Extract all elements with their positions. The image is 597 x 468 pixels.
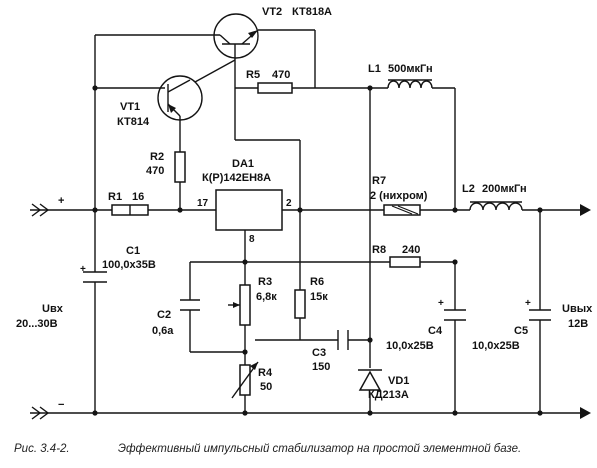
input-plus-terminal bbox=[31, 203, 50, 217]
c5-name: C5 bbox=[514, 325, 528, 337]
r5-value: 470 bbox=[272, 69, 290, 81]
output-voltage-value: 12В bbox=[568, 318, 588, 330]
r6-name: R6 bbox=[310, 276, 324, 288]
vt2-transistor-symbol bbox=[213, 13, 259, 60]
da1-model: К(Р)142ЕН8А bbox=[202, 172, 271, 184]
r3-name: R3 bbox=[258, 276, 272, 288]
l1-inductor-symbol bbox=[387, 80, 433, 89]
c2-name: C2 bbox=[157, 309, 171, 321]
da1-regulator-symbol bbox=[215, 189, 283, 231]
r4-name: R4 bbox=[258, 367, 273, 379]
c4-value: 10,0х25В bbox=[386, 340, 434, 352]
c1-name: C1 bbox=[126, 245, 140, 257]
c4-name: C4 bbox=[428, 325, 443, 337]
r6-resistor-symbol bbox=[294, 289, 306, 319]
r6-value: 15к bbox=[310, 291, 328, 303]
vd1-model: КД213А bbox=[368, 389, 409, 401]
r1-value: 16 bbox=[132, 191, 144, 203]
da1-pin-in: 17 bbox=[197, 198, 209, 209]
wiring bbox=[30, 29, 580, 414]
c2-capacitor-symbol bbox=[180, 299, 200, 311]
r3-trimmer-symbol bbox=[239, 284, 251, 326]
vt1-transistor-symbol bbox=[157, 75, 203, 121]
c1-capacitor-symbol bbox=[83, 262, 107, 292]
input-voltage-value: 20...30В bbox=[16, 318, 58, 330]
r7-name: R7 bbox=[372, 175, 386, 187]
figure-number: Рис. 3.4-2. bbox=[14, 443, 70, 455]
c1-value: 100,0х35В bbox=[102, 259, 156, 271]
labels: VT2 КТ818А VT1 КТ814 R5 470 L1 500мкГн R… bbox=[16, 6, 593, 411]
da1-name: DA1 bbox=[232, 158, 254, 170]
r8-resistor-symbol bbox=[389, 256, 421, 268]
c5-polarity: + bbox=[525, 298, 531, 309]
r7-value: 2 (нихром) bbox=[370, 190, 428, 202]
l1-name: L1 bbox=[368, 63, 381, 75]
input-plus-sign: + bbox=[58, 195, 64, 207]
r8-name: R8 bbox=[372, 244, 386, 256]
output-plus-arrow bbox=[580, 204, 591, 216]
r8-value: 240 bbox=[402, 244, 420, 256]
r2-resistor-symbol bbox=[174, 151, 186, 183]
vd1-name: VD1 bbox=[388, 375, 409, 387]
r2-name: R2 bbox=[150, 151, 164, 163]
r3-value: 6,8к bbox=[256, 291, 277, 303]
vt2-name: VT2 bbox=[262, 6, 282, 18]
r1-name: R1 bbox=[108, 191, 122, 203]
input-minus-sign: − bbox=[58, 399, 64, 411]
r5-name: R5 bbox=[246, 69, 260, 81]
c3-name: C3 bbox=[312, 347, 326, 359]
c4-capacitor-symbol bbox=[444, 309, 466, 321]
l1-value: 500мкГн bbox=[388, 63, 433, 75]
r2-value: 470 bbox=[146, 165, 164, 177]
c4-polarity: + bbox=[438, 298, 444, 309]
output-minus-arrow bbox=[580, 407, 591, 419]
c3-capacitor-symbol bbox=[337, 330, 349, 350]
l2-value: 200мкГн bbox=[482, 183, 527, 195]
input-minus-terminal bbox=[31, 406, 50, 420]
c5-value: 10,0х25В bbox=[472, 340, 520, 352]
vt1-name: VT1 bbox=[120, 101, 140, 113]
output-voltage-label: Uвых bbox=[562, 303, 593, 315]
c1-polarity: + bbox=[80, 264, 86, 275]
c5-capacitor-symbol bbox=[529, 309, 551, 321]
r4-value: 50 bbox=[260, 381, 272, 393]
da1-pin-out: 2 bbox=[286, 198, 292, 209]
input-voltage-label: Uвх bbox=[42, 303, 64, 315]
c3-value: 150 bbox=[312, 361, 330, 373]
vd1-diode-symbol bbox=[358, 369, 382, 391]
vt2-model: КТ818А bbox=[292, 6, 332, 18]
vt1-model: КТ814 bbox=[117, 116, 150, 128]
l2-inductor-symbol bbox=[469, 202, 523, 211]
junction-dots bbox=[92, 85, 543, 416]
da1-pin-gnd: 8 bbox=[249, 234, 255, 245]
l2-name: L2 bbox=[462, 183, 475, 195]
figure-caption: Эффективный импульсный стабилизатор на п… bbox=[118, 443, 521, 455]
c2-value: 0,6а bbox=[152, 325, 174, 337]
r5-resistor-symbol bbox=[257, 82, 293, 94]
